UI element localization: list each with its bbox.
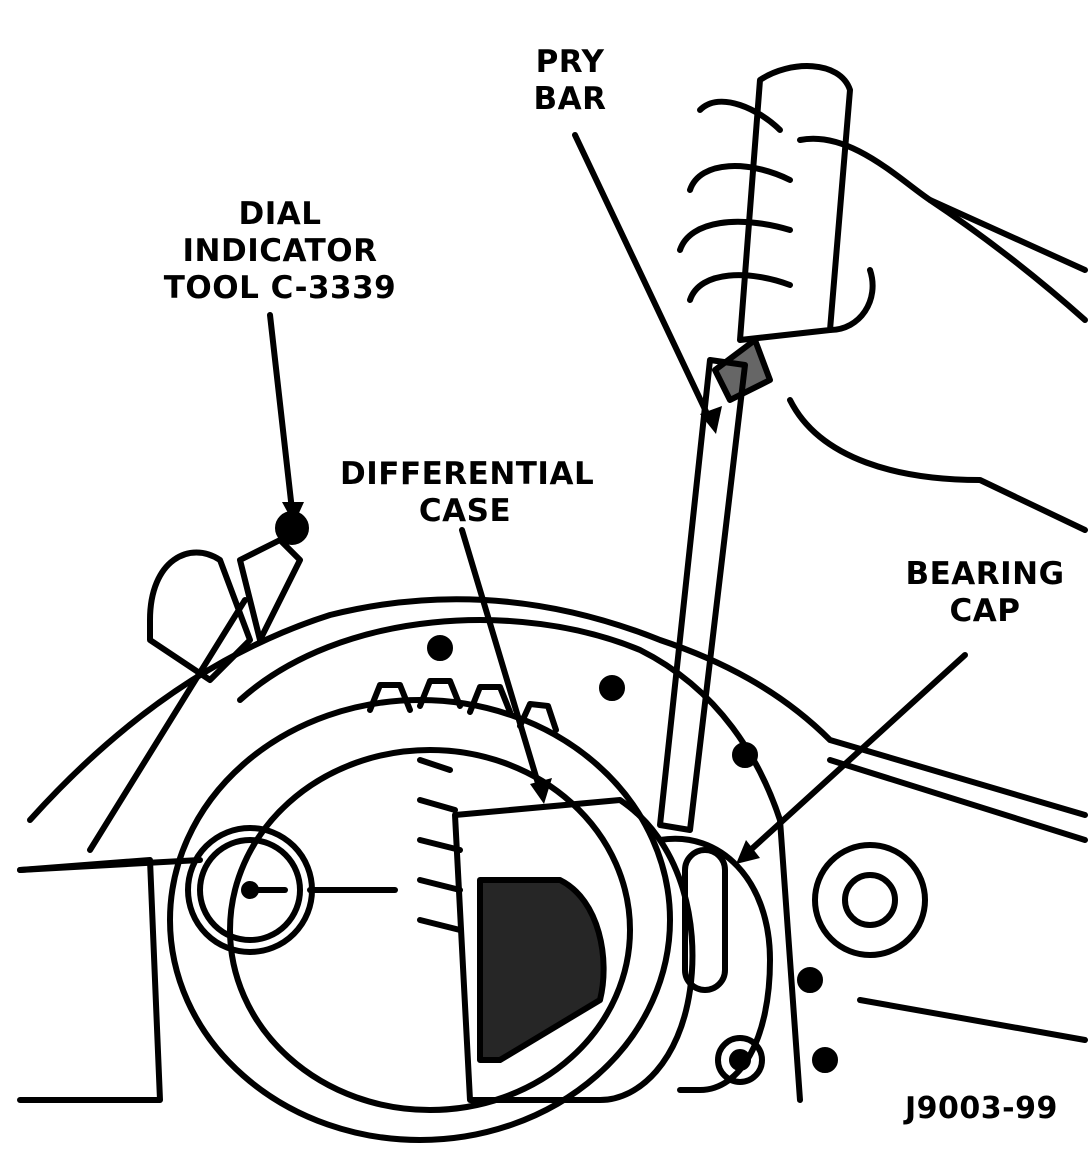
- dial-indicator-label-line: DIAL: [238, 196, 322, 232]
- axle-tube-top: [827, 757, 1088, 843]
- dial-indicator-rod: [87, 597, 248, 853]
- differential-case-label: DIFFERENTIAL CASE: [340, 456, 595, 530]
- case-window: [477, 877, 607, 1063]
- leader-arrowheads: [282, 406, 760, 864]
- flange-bolts: [427, 635, 838, 1073]
- dial-indicator-label-line: INDICATOR: [182, 233, 378, 269]
- axle-flange: [812, 842, 928, 958]
- dial-indicator-leader: [267, 312, 295, 513]
- dial-indicator-post: [237, 537, 303, 643]
- bearing-cap-label-line: BEARING: [905, 556, 1065, 592]
- bearing-cap-leader: [742, 652, 968, 858]
- housing-outline: [27, 596, 1088, 823]
- differential-case: [452, 797, 696, 1103]
- hand: [677, 98, 1088, 533]
- axle-tube-bottom: [857, 997, 1088, 1043]
- bearing-cap-label-line: CAP: [949, 593, 1021, 629]
- ring-gear-inner: [227, 747, 633, 1113]
- pry-bar-label: PRY BAR: [520, 44, 620, 118]
- differential-case-label-line: CASE: [418, 493, 512, 529]
- dial-indicator-label-line: TOOL C-3339: [163, 270, 397, 306]
- ring-gear-teeth: [367, 678, 559, 933]
- dial-indicator-label: DIAL INDICATOR TOOL C-3339: [160, 196, 400, 307]
- bearing-cap-slot: [682, 847, 728, 993]
- pry-bar-label-line: PRY: [535, 44, 605, 80]
- bearing-cap-label: BEARING CAP: [900, 556, 1070, 630]
- pry-bar-handle: [737, 63, 853, 343]
- differential-case-label-line: DIFFERENTIAL: [340, 456, 595, 492]
- figure-code: J9003-99: [905, 1091, 1058, 1126]
- dial-indicator-clamp: [147, 549, 253, 683]
- pry-bar-label-line: BAR: [533, 81, 607, 117]
- bearing-cap-bolt: [715, 1035, 765, 1085]
- pry-bar-shaft: [657, 357, 748, 833]
- pry-bar-leader: [572, 132, 713, 423]
- differential-case-leader: [459, 527, 543, 793]
- left-housing: [17, 857, 163, 1103]
- pry-bar-collar: [712, 337, 773, 403]
